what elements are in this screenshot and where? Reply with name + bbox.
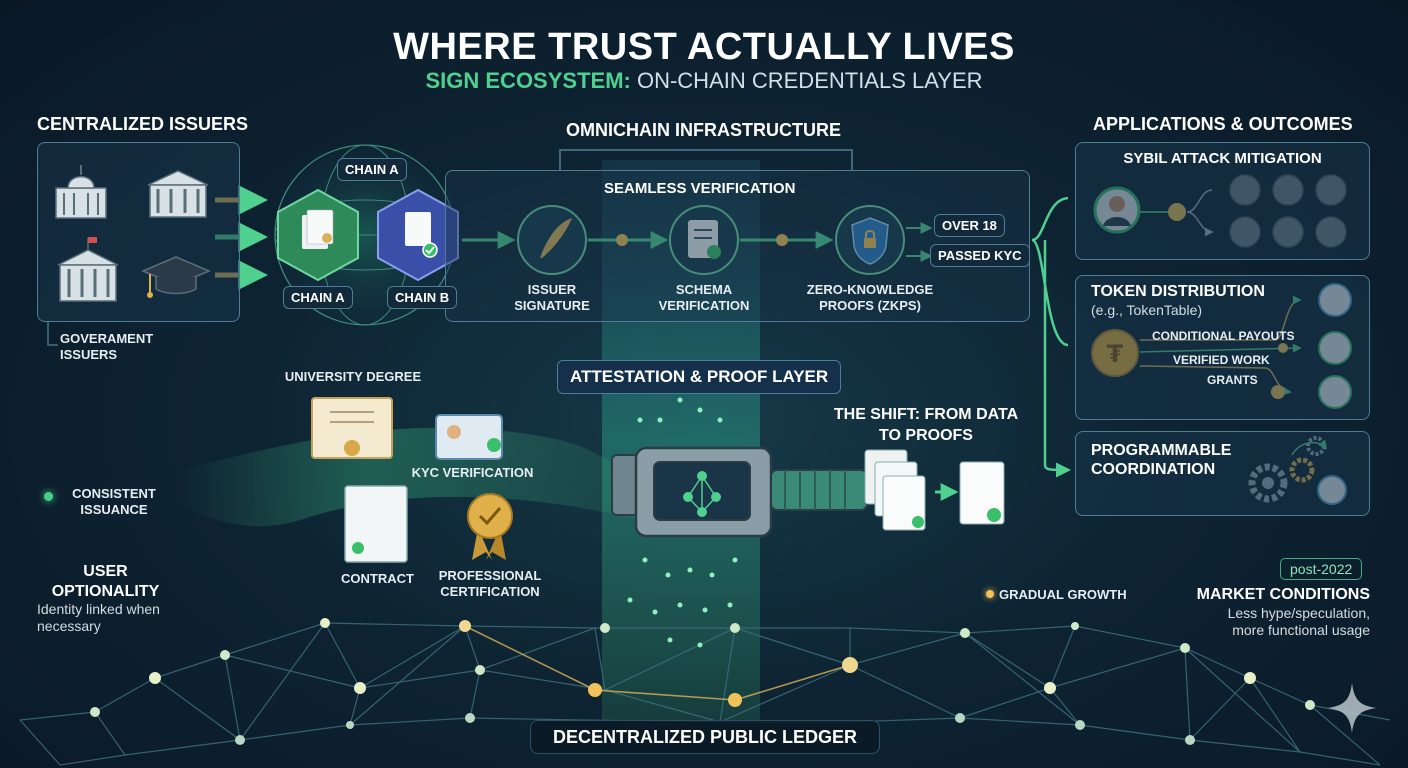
professional-certification-label: PROFESSIONAL CERTIFICATION [438, 568, 542, 599]
gradual-growth-label: GRADUAL GROWTH [999, 587, 1127, 602]
courthouse-icon [147, 170, 209, 218]
programmable-panel [1075, 431, 1370, 516]
applications-bracket [1031, 196, 1068, 470]
data-wave [180, 427, 640, 527]
payout-conditional: CONDITIONAL PAYOUTS [1152, 329, 1295, 343]
step-zkp: ZERO-KNOWLEDGE PROOFS (ZKPs) [806, 282, 934, 313]
payout-grants: GRANTS [1207, 373, 1258, 387]
post-2022-badge: post-2022 [1280, 558, 1363, 580]
professional-medal [467, 493, 513, 560]
ledger-gold-path [464, 625, 851, 701]
ledger-nodes [90, 618, 1315, 745]
user-optionality-body: Identity linked when necessary [37, 601, 160, 634]
output-over-18: OVER 18 [934, 214, 1005, 237]
chain-a-label: CHAIN A [283, 286, 353, 309]
applications-heading: APPLICATIONS & OUTCOMES [1093, 114, 1353, 134]
centralized-issuers-heading: CENTRALIZED ISSUERS [37, 114, 249, 134]
degree-certificate [311, 397, 393, 459]
sybil-title: SYBIL ATTACK MITIGATION [1123, 150, 1322, 167]
programmable-title: PROGRAMMABLE COORDINATION [1091, 442, 1232, 478]
token-distribution-panel [1075, 275, 1370, 420]
seamless-verification-title: SEAMLESS VERIFICATION [604, 180, 796, 197]
bank-icon [57, 237, 119, 302]
issuer-icons [55, 165, 211, 302]
beam-particles [627, 397, 738, 648]
capitol-icon [55, 165, 107, 219]
token-distribution-title: TOKEN DISTRIBUTION [1091, 283, 1265, 300]
gov-connector [47, 322, 58, 346]
sybil-panel [1075, 142, 1370, 260]
attestation-machine [611, 446, 868, 538]
omnichain-bracket [559, 149, 853, 170]
user-optionality-title: USER OPTIONALITY [51, 563, 160, 600]
university-degree-label: UNIVERSITY DEGREE [284, 369, 422, 384]
gradual-growth-dot [986, 590, 994, 598]
step-schema-verification: SCHEMA VERIFICATION [658, 282, 750, 313]
market-conditions-body: Less hype/speculation, more functional u… [1227, 605, 1370, 638]
chain-a-top-label: CHAIN A [337, 158, 407, 181]
issuers-panel [37, 142, 240, 322]
page-subtitle: SIGN ECOSYSTEM: ON-CHAIN CREDENTIALS LAY… [0, 68, 1408, 94]
subtitle-accent: SIGN ECOSYSTEM: [425, 68, 631, 93]
contract-label: CONTRACT [341, 571, 414, 586]
page-title: WHERE TRUST ACTUALLY LIVES [393, 26, 1015, 68]
kyc-id-card [435, 414, 503, 460]
payout-verified-work: VERIFIED WORK [1173, 353, 1270, 367]
ledger-label: DECENTRALIZED PUBLIC LEDGER [530, 720, 880, 754]
market-conditions-title: MARKET CONDITIONS [1196, 586, 1370, 603]
token-distribution-sub: (e.g., TokenTable) [1091, 302, 1203, 318]
sparkle-icon [1327, 683, 1377, 733]
output-passed-kyc: PASSED KYC [930, 244, 1030, 267]
chain-b-label: CHAIN B [387, 286, 458, 309]
consistent-dot [44, 492, 53, 501]
graduation-cap-icon [141, 256, 211, 298]
kyc-verification-label: KYC VERIFICATION [411, 465, 534, 480]
gov-issuers-label: GOVERAMENT ISSUERS [60, 331, 154, 362]
omnichain-heading: OMNICHAIN INFRASTRUCTURE [566, 120, 841, 140]
subtitle-rest: ON-CHAIN CREDENTIALS LAYER [636, 68, 983, 93]
step-issuer-signature: ISSUER SIGNATURE [514, 282, 590, 313]
attestation-heading: ATTESTATION & PROOF LAYER [557, 360, 842, 394]
the-shift-label: THE SHIFT: FROM DATA TO PROOFS [833, 406, 1019, 444]
consistent-issuance-label: CONSISTENT ISSUANCE [72, 486, 156, 517]
